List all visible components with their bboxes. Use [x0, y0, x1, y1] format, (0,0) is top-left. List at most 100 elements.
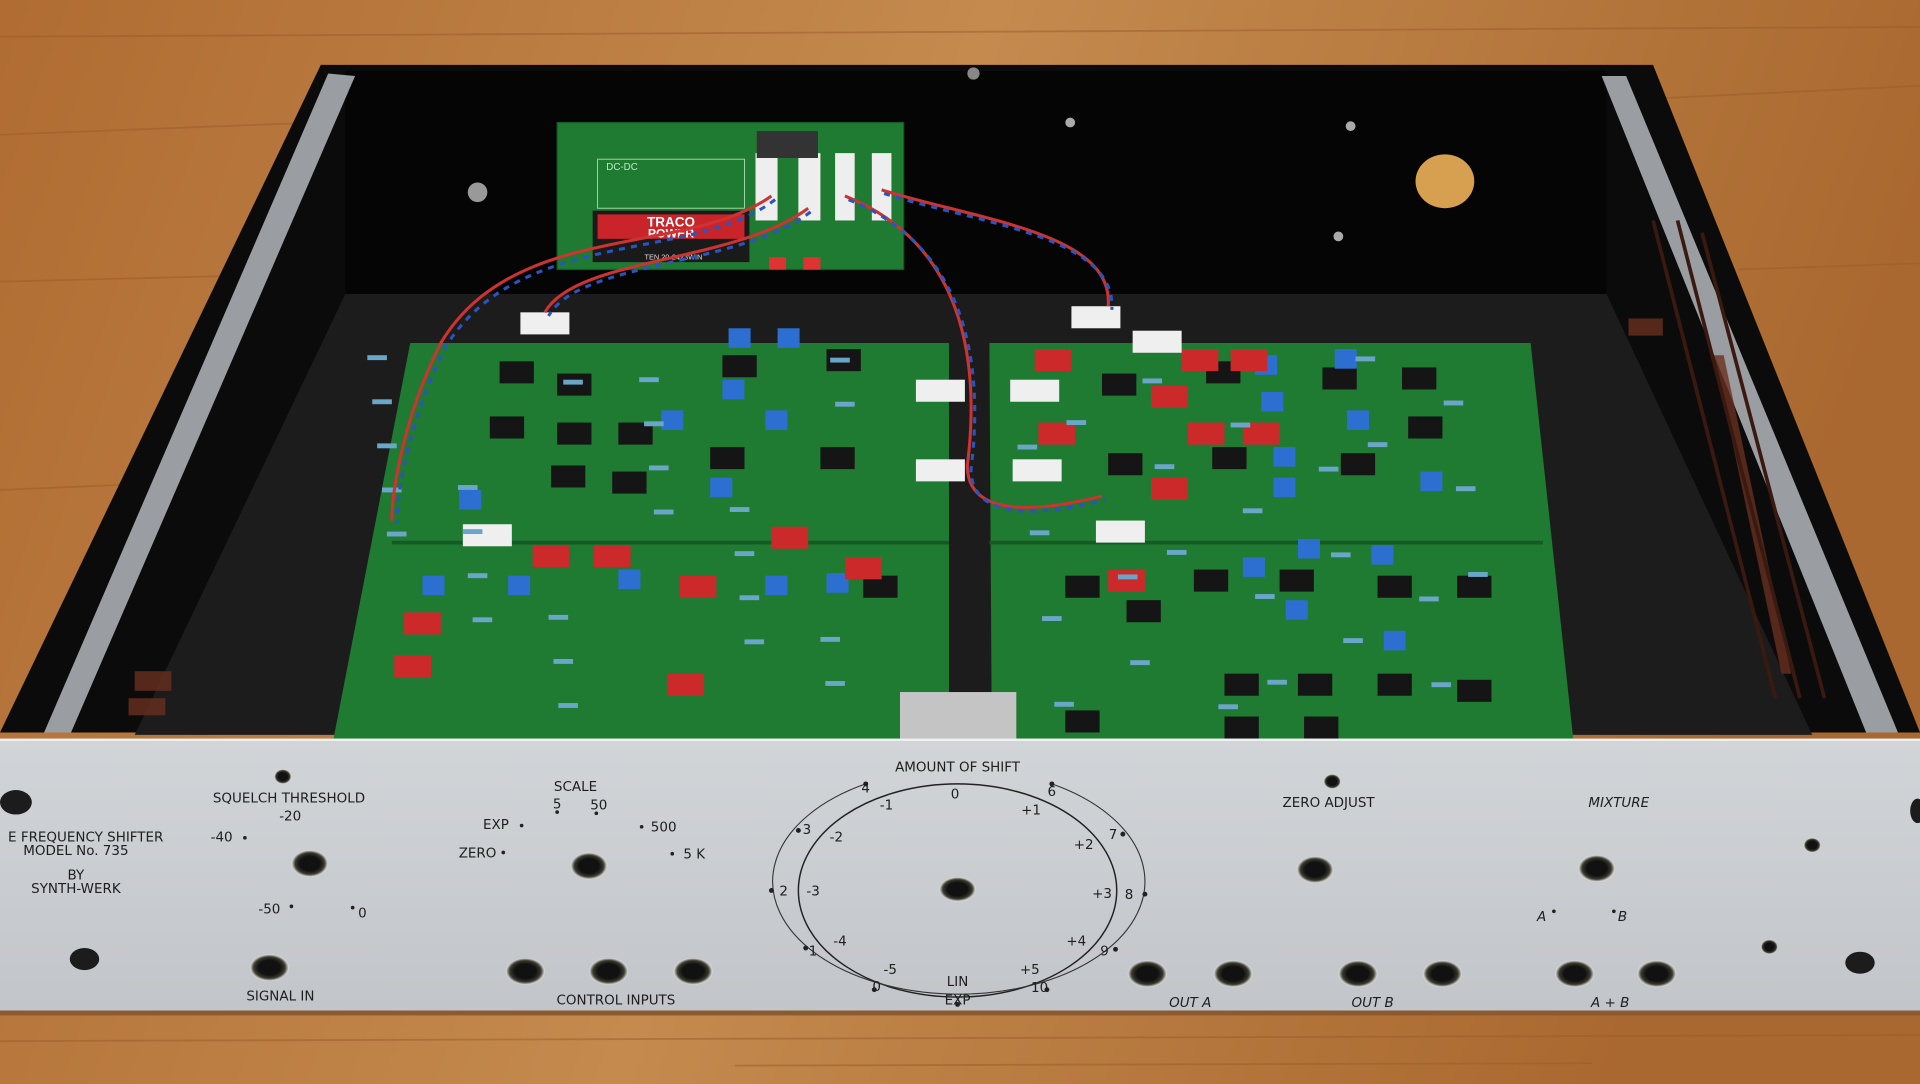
right-rail [1601, 75, 1898, 733]
exp-tick: 6 [1048, 784, 1057, 800]
exp-tick: 9 [1100, 943, 1109, 959]
ic-chip [1224, 716, 1259, 739]
resistor [1255, 594, 1275, 599]
ic-chip [557, 422, 592, 445]
resistor [467, 573, 488, 579]
exp-tick: 7 [1109, 827, 1118, 843]
connector-header [1071, 306, 1121, 329]
resistor [1367, 442, 1388, 448]
film-capacitor [771, 526, 809, 549]
film-capacitor [1108, 569, 1145, 592]
ic-chip [1377, 673, 1412, 696]
out-a-jack-1[interactable] [1127, 960, 1167, 988]
film-capacitor [394, 655, 432, 678]
resistor [1154, 464, 1175, 470]
lin-scale-ring [797, 783, 1118, 998]
mixture-title: MIXTURE [1588, 795, 1649, 811]
zero-adjust-knob-hole[interactable] [1296, 856, 1334, 884]
resistor [825, 681, 845, 686]
resistor [1331, 552, 1351, 558]
resistor [1267, 679, 1287, 685]
resistor [377, 443, 397, 449]
control-input-jack-3[interactable] [673, 957, 713, 985]
ic-chip [1212, 447, 1247, 470]
resistor [644, 421, 664, 427]
signal-in-jack[interactable] [249, 954, 289, 982]
trimmer-potentiometer [1346, 410, 1369, 430]
trimmer-potentiometer [661, 410, 684, 430]
a-plus-b-jack-1[interactable] [1555, 960, 1595, 988]
lin-tick: 0 [951, 787, 960, 803]
trimmer-potentiometer [1297, 538, 1320, 559]
out-b-jack-1[interactable] [1338, 960, 1378, 988]
squelch-knob-hole[interactable] [291, 850, 329, 877]
resistor [1242, 508, 1263, 514]
ic-chip [1377, 575, 1412, 598]
control-input-jack-1[interactable] [505, 957, 545, 985]
lin-tick: +1 [1021, 803, 1041, 819]
wood-grain [0, 26, 1920, 1067]
scale-tick: 500 [651, 820, 677, 836]
shift-knob-hole[interactable] [939, 876, 976, 902]
trimmer-potentiometer [618, 569, 641, 590]
exp-scale-arc [772, 783, 1146, 995]
control-inputs-label: CONTROL INPUTS [556, 992, 675, 1008]
ic-chip [1224, 673, 1259, 696]
connector-header [1012, 459, 1062, 482]
knob-holes [291, 850, 1616, 902]
resistor [1419, 596, 1439, 602]
power-board-label: DC-DC [606, 162, 638, 173]
resistor [1343, 638, 1363, 644]
exp-label: EXP [945, 992, 971, 1008]
resistor [830, 357, 850, 363]
ic-chip [1457, 679, 1492, 702]
film-capacitor [1181, 349, 1219, 372]
resistor [1443, 400, 1464, 406]
model-name: E FREQUENCY SHIFTER [8, 829, 163, 845]
film-capacitor [1242, 422, 1280, 445]
panel-screws [0, 790, 1920, 974]
zero-adjust-label: ZERO ADJUST [1282, 795, 1375, 811]
film-capacitor [1187, 422, 1225, 445]
a-plus-b-jack-2[interactable] [1637, 960, 1677, 988]
scale-title: SCALE [554, 779, 597, 795]
trimmer-potentiometer [777, 328, 800, 348]
resistor [382, 487, 402, 493]
resistor [1455, 486, 1476, 492]
ic-chip [1304, 716, 1339, 739]
ic-chip [612, 471, 647, 494]
lin-tick: -3 [806, 883, 819, 899]
resistor [835, 401, 855, 407]
ic-chip [710, 447, 745, 470]
resistor [1017, 444, 1038, 450]
resistor [372, 399, 392, 405]
resistor [1042, 616, 1062, 622]
resistor [1230, 422, 1251, 428]
ic-chip [1279, 569, 1314, 592]
scale-knob-hole[interactable] [570, 852, 608, 880]
resistor [558, 703, 578, 708]
lin-tick: -4 [833, 934, 846, 950]
right-vents [1651, 220, 1827, 699]
lin-tick: +2 [1074, 837, 1094, 853]
resistor [563, 379, 583, 385]
out-b-jack-2[interactable] [1422, 960, 1463, 988]
out-a-label: OUT A [1169, 995, 1211, 1011]
control-input-jack-2[interactable] [588, 957, 629, 985]
resistor [739, 595, 760, 601]
ic-chip [489, 416, 525, 439]
resistor [386, 531, 407, 537]
trimmer-potentiometer [722, 379, 745, 400]
exp-tick: 8 [1125, 887, 1134, 903]
ic-chip [1126, 600, 1161, 623]
mixture-knob-hole[interactable] [1578, 854, 1616, 882]
lin-tick: -5 [883, 962, 896, 978]
out-a-jack-2[interactable] [1213, 960, 1253, 988]
film-capacitor [593, 545, 631, 568]
connector-header [1095, 520, 1145, 543]
ic-chip [1322, 367, 1357, 390]
exp-tick: 1 [809, 943, 818, 959]
resistor [1142, 378, 1163, 384]
squelch-title: SQUELCH THRESHOLD [213, 790, 365, 806]
resistor [653, 509, 674, 515]
